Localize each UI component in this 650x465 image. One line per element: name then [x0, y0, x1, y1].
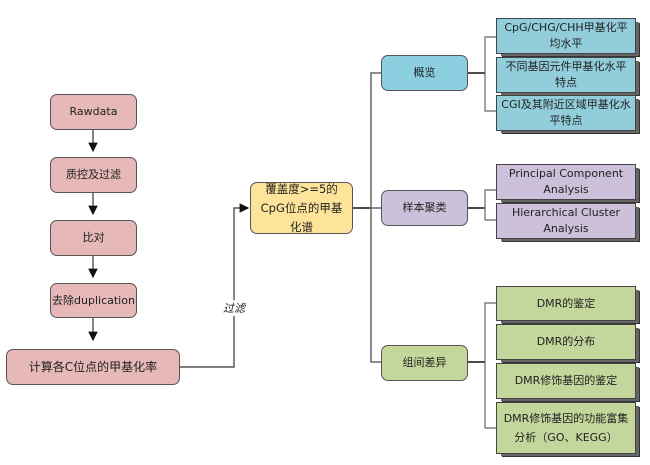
step-calc-methylation: 计算各C位点的甲基化率: [6, 349, 180, 385]
leaf-dmr-gene-enrichment: DMR修饰基因的功能富集分析（GO、KEGG）: [496, 402, 636, 454]
leaf-hca: Hierarchical Cluster Analysis: [496, 203, 636, 239]
step-alignment: 比对: [50, 220, 137, 256]
leaf-dmr-distribution: DMR的分布: [496, 324, 636, 360]
filter-connector: [180, 203, 250, 368]
branch-clustering: 样本聚类: [381, 190, 468, 226]
leaf-gene-element: 不同基因元件甲基化水平特点: [496, 57, 636, 93]
cluster-bracket: [484, 189, 496, 221]
leaf-dmr-gene-identification: DMR修饰基因的鉴定: [496, 363, 636, 399]
filter-label: 过滤: [222, 300, 246, 316]
branch-overview: 概览: [381, 55, 468, 91]
result-methylation-profile: 覆盖度>=5的CpG位点的甲基化谱: [250, 182, 353, 234]
step-dedup: 去除duplication: [50, 283, 137, 318]
step-rawdata: Rawdata: [50, 94, 137, 130]
overview-bracket: [484, 36, 496, 112]
leaf-avg-methylation: CpG/CHG/CHH甲基化平均水平: [496, 18, 636, 54]
main-spine: [370, 72, 381, 363]
step-qc-filter: 质控及过滤: [50, 157, 137, 193]
branch-group-diff: 组间差异: [381, 345, 468, 381]
leaf-dmr-identification: DMR的鉴定: [496, 286, 636, 321]
leaf-cgi-region: CGI及其附近区域甲基化水平特点: [496, 95, 636, 131]
diff-bracket: [484, 302, 496, 429]
leaf-pca: Principal Component Analysis: [496, 164, 636, 200]
